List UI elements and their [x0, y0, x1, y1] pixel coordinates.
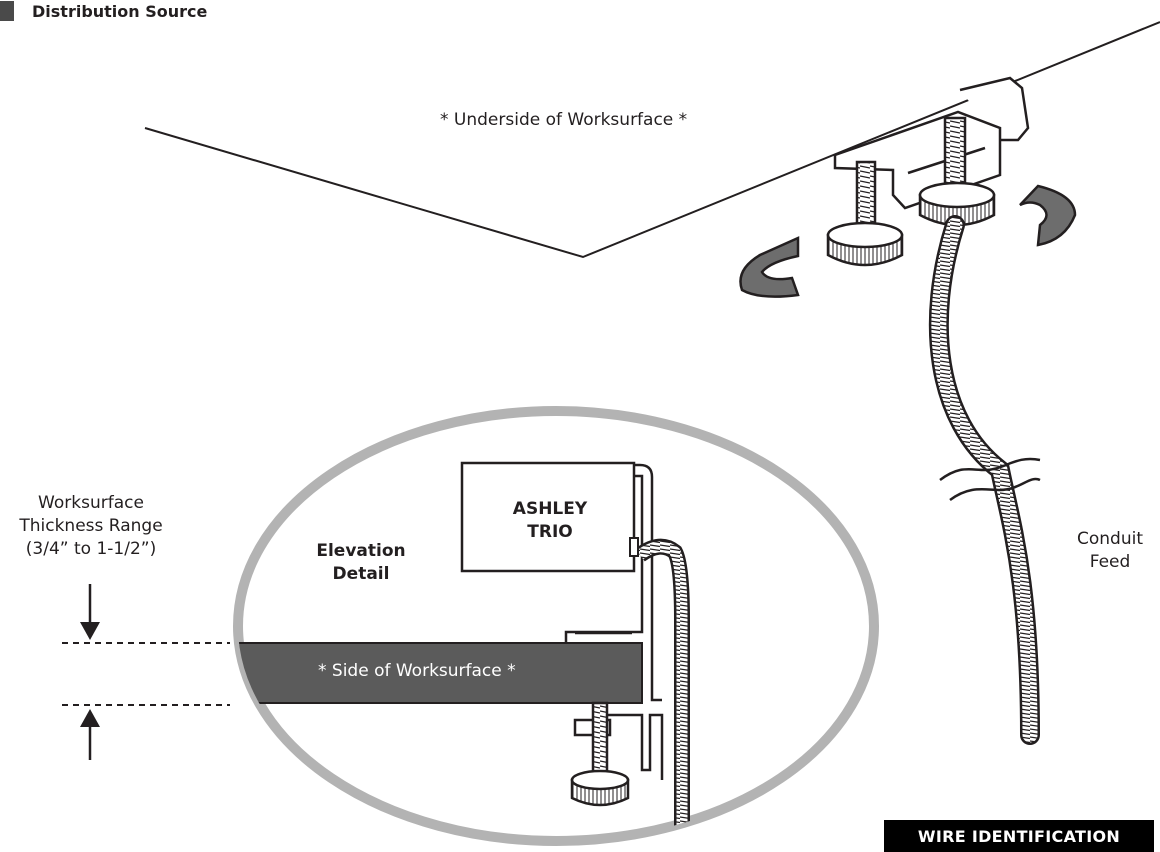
elevation-label-line1: Elevation: [316, 541, 406, 561]
underside-label: * Underside of Worksurface *: [440, 110, 688, 130]
rotate-arrow-right-icon: [1019, 184, 1077, 247]
thickness-label-line3: (3/4” to 1-1/2”): [25, 539, 157, 559]
conduit-label-line1: Conduit: [1077, 529, 1143, 549]
ashley-trio-unit: [460, 461, 636, 573]
elevation-detail-label: Elevation Detail: [306, 540, 416, 586]
thickness-up-arrow-icon: [80, 709, 100, 760]
elevation-detail-frame: [233, 406, 879, 846]
product-label-line2: TRIO: [527, 522, 573, 542]
section-marker: [0, 1, 14, 21]
thickness-down-arrow-icon: [80, 584, 100, 640]
worksurface-underside-outline: [144, 21, 1160, 259]
clamp-knob-left: [826, 160, 904, 267]
conduit-label-line2: Feed: [1089, 552, 1131, 572]
section-title: Distribution Source: [32, 1, 208, 21]
conduit-break-marks: [939, 457, 1041, 502]
elevation-clamp-knob: [570, 701, 630, 807]
section-header: Distribution Source: [0, 0, 207, 22]
worksurface-side: [238, 642, 643, 704]
thickness-label-line1: Worksurface: [38, 493, 144, 513]
elevation-label-line2: Detail: [332, 564, 390, 584]
thickness-label-line2: Thickness Range: [19, 516, 163, 536]
side-of-worksurface-label: * Side of Worksurface *: [318, 661, 516, 681]
wire-identification-banner: WIRE IDENTIFICATION: [884, 820, 1154, 852]
thickness-range-label: Worksurface Thickness Range (3/4” to 1-1…: [0, 492, 182, 561]
product-name-label: ASHLEY TRIO: [490, 498, 610, 544]
conduit-feed: [928, 215, 1040, 745]
clamp-knob-right: [918, 116, 996, 227]
conduit-feed-label: Conduit Feed: [1062, 528, 1158, 574]
rotate-arrow-left-icon: [739, 236, 800, 298]
product-label-line1: ASHLEY: [512, 499, 588, 519]
